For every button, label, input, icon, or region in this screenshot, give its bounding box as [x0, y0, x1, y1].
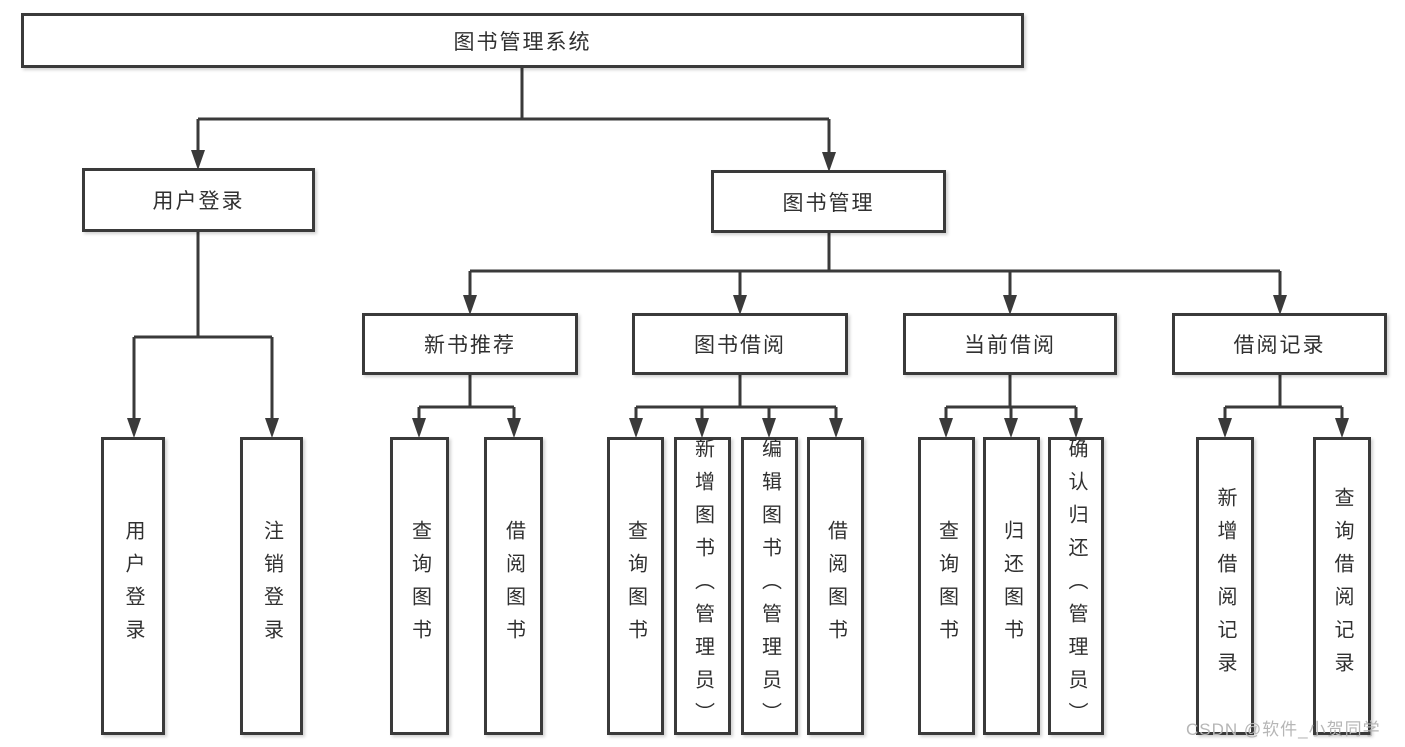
- leaf-borrow-book-1-label: 借阅图书: [502, 520, 525, 652]
- watermark: CSDN @软件_小贺同学: [1186, 720, 1381, 739]
- leaf-logout-label: 注销登录: [260, 520, 283, 652]
- node-borrow-records: 借阅记录: [1172, 313, 1387, 375]
- leaf-query-borrow-record-label: 查询借阅记录: [1331, 487, 1353, 685]
- node-book-management: 图书管理: [711, 170, 946, 233]
- leaf-add-borrow-record: 新增借阅记录: [1196, 437, 1254, 735]
- node-root: 图书管理系统: [21, 13, 1024, 68]
- leaf-query-book-3: 查询图书: [918, 437, 975, 735]
- connector-edges: [132, 68, 1344, 421]
- node-book-management-label: 图书管理: [782, 191, 875, 215]
- leaf-confirm-return-label: 确认归还（管理员）: [1065, 437, 1087, 735]
- leaf-query-book-3-label: 查询图书: [935, 520, 958, 652]
- leaf-add-book-label: 新增图书（管理员）: [691, 437, 714, 735]
- leaf-confirm-return: 确认归还（管理员）: [1048, 437, 1104, 735]
- leaf-query-borrow-record: 查询借阅记录: [1313, 437, 1371, 735]
- node-borrow-records-label: 借阅记录: [1233, 334, 1326, 357]
- leaf-borrow-book-2-label: 借阅图书: [824, 520, 847, 652]
- node-book-borrow: 图书借阅: [632, 313, 848, 375]
- node-current-borrow: 当前借阅: [903, 313, 1117, 375]
- leaf-user-login-label: 用户登录: [122, 520, 144, 652]
- node-root-label: 图书管理系统: [453, 30, 592, 54]
- node-book-borrow-label: 图书借阅: [694, 334, 786, 357]
- node-current-borrow-label: 当前借阅: [964, 334, 1056, 357]
- node-user-login-label: 用户登录: [152, 190, 245, 213]
- leaf-edit-book-label: 编辑图书（管理员）: [758, 437, 781, 735]
- node-user-login: 用户登录: [82, 168, 315, 232]
- node-new-book-recommend-label: 新书推荐: [424, 334, 516, 357]
- node-new-book-recommend: 新书推荐: [362, 313, 578, 375]
- leaf-query-book-1: 查询图书: [390, 437, 449, 735]
- leaf-borrow-book-2: 借阅图书: [807, 437, 864, 735]
- leaf-edit-book: 编辑图书（管理员）: [741, 437, 798, 735]
- leaf-logout: 注销登录: [240, 437, 303, 735]
- leaf-add-book: 新增图书（管理员）: [674, 437, 731, 735]
- leaf-borrow-book-1: 借阅图书: [484, 437, 543, 735]
- leaf-user-login: 用户登录: [101, 437, 165, 735]
- leaf-query-book-2: 查询图书: [607, 437, 664, 735]
- leaf-return-book: 归还图书: [983, 437, 1040, 735]
- leaf-query-book-1-label: 查询图书: [408, 520, 431, 652]
- connector-arrowheads: [127, 150, 1349, 438]
- leaf-query-book-2-label: 查询图书: [624, 520, 647, 652]
- leaf-add-borrow-record-label: 新增借阅记录: [1214, 487, 1236, 685]
- leaf-return-book-label: 归还图书: [1000, 520, 1023, 652]
